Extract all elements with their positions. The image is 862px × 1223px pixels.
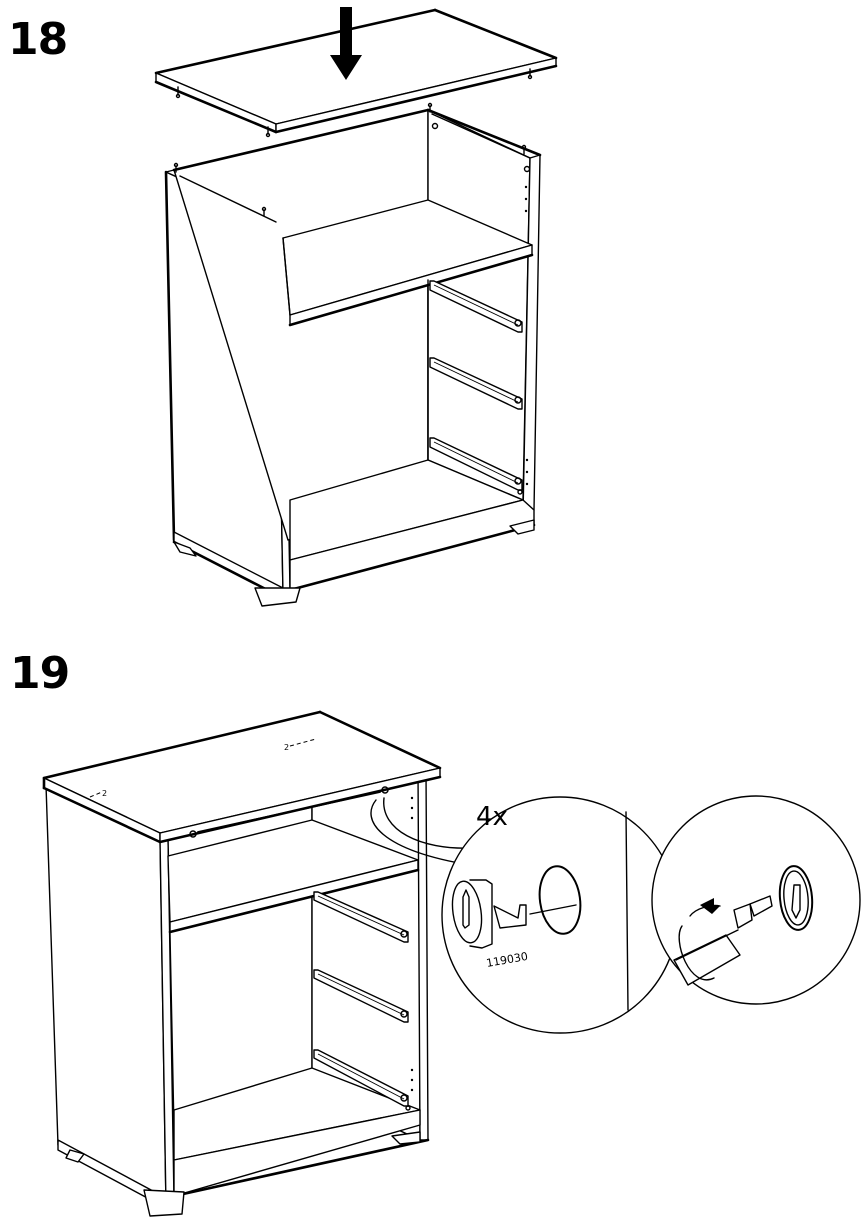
callout-pointer <box>370 797 481 866</box>
svg-text:2: 2 <box>284 743 289 752</box>
top-panel <box>154 8 558 138</box>
drawer-runners <box>429 280 523 495</box>
step-number-19: 19 <box>10 648 70 699</box>
screwdriver-turn-detail <box>651 795 861 1005</box>
down-arrow-icon <box>330 7 362 80</box>
svg-text:2: 2 <box>102 789 107 798</box>
part-number-label: 119030 <box>485 950 529 970</box>
quantity-label: 4x <box>476 802 508 832</box>
cam-lock-detail <box>441 796 679 1034</box>
step-18-illustration <box>154 7 558 607</box>
step-number-18: 18 <box>8 14 68 65</box>
cabinet-frame <box>164 102 542 607</box>
assembled-cabinet: 2 2 <box>42 710 442 1217</box>
